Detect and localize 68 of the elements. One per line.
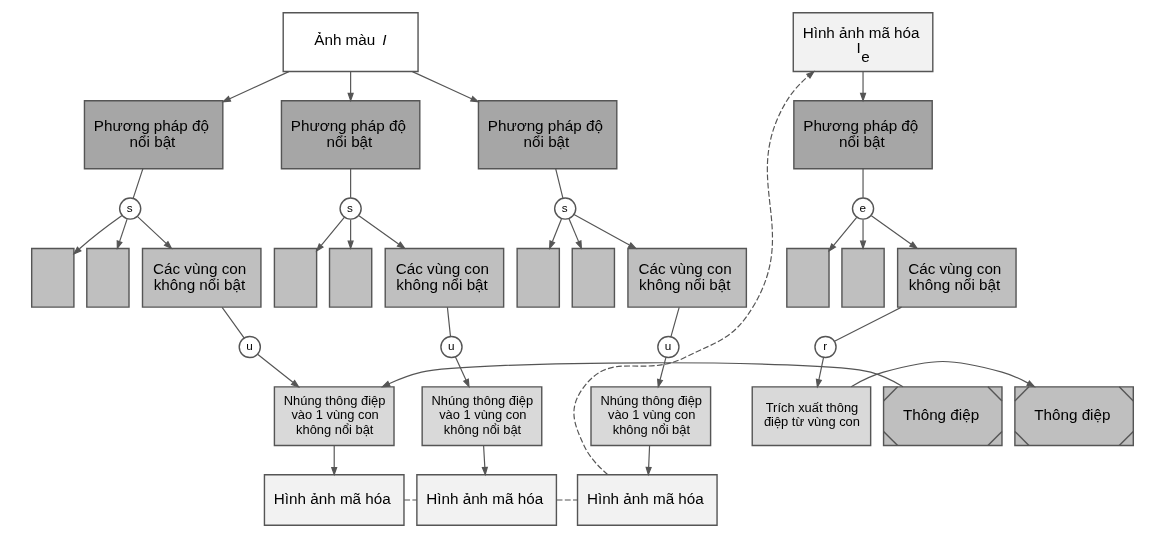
arrow (346, 71, 354, 103)
arrow (481, 445, 488, 477)
connector (403, 499, 417, 501)
node-box: Phương pháp độ nổi bật (83, 100, 224, 170)
arrow (72, 214, 123, 256)
node-box: Các vùng con không nổi bật (141, 247, 262, 308)
arrow (567, 217, 582, 250)
arrow (548, 218, 562, 250)
node-box: Các vùng con không nổi bật (896, 247, 1017, 308)
node-box: Các vùng con không nổi bật (384, 247, 504, 308)
node-circle: u (656, 335, 680, 359)
node-box: Hình ảnh mã hóa (415, 474, 557, 526)
connector (349, 168, 351, 199)
arrow (330, 445, 337, 477)
node-box: Trích xuất thông điệp từ vùng con (751, 386, 871, 447)
arrow (221, 71, 289, 103)
node-circle: u (439, 335, 463, 359)
node-circle: r (813, 335, 837, 359)
arrow (380, 362, 904, 388)
arrow (572, 70, 815, 476)
arrow (315, 216, 345, 253)
node-box: Nhúng thông điệp vào 1 vùng con không nổi bật (273, 386, 395, 447)
node-box: Nhúng thông điệp vào 1 vùng con không nổi bật (589, 386, 711, 447)
arrow (357, 215, 406, 250)
arrow (870, 215, 918, 250)
connector (132, 168, 143, 199)
connector (221, 306, 245, 339)
arrow (859, 71, 866, 103)
node-circle: e (851, 197, 874, 220)
arrow (411, 71, 480, 103)
node-box (515, 247, 560, 308)
node-circle: u (238, 335, 261, 359)
node-box (273, 247, 317, 308)
node-circle: s (338, 197, 362, 220)
arrow (454, 356, 470, 389)
arrow (346, 219, 354, 250)
arrow (815, 356, 824, 389)
node-box: Phương pháp độ nổi bật (477, 100, 617, 170)
node-box (328, 247, 372, 308)
arrow (572, 214, 637, 250)
arrow (850, 360, 1036, 388)
node-circle: s (118, 197, 141, 220)
node-box: Các vùng con không nổi bật (626, 247, 747, 308)
arrow (859, 219, 866, 250)
node-box (785, 247, 830, 308)
node-box: Nhúng thông điệp vào 1 vùng con không nổi bật (420, 386, 542, 447)
connector (554, 168, 563, 199)
arrow (136, 215, 173, 250)
node-box: Phương pháp độ nổi bật (792, 100, 933, 170)
arrow (827, 216, 857, 253)
arrow (656, 356, 667, 389)
arrow (116, 218, 128, 251)
node-box: Hình ảnh mã hóa (576, 474, 718, 526)
node-box (30, 247, 75, 308)
node-circle: s (553, 197, 576, 220)
connector (861, 168, 864, 199)
node-box (571, 247, 615, 308)
node-box (840, 247, 885, 308)
connector (669, 306, 680, 338)
connector (446, 306, 451, 337)
node-box: Ảnh màu I (282, 12, 419, 73)
arrow (644, 445, 652, 477)
node-box (85, 247, 130, 308)
connector (555, 499, 578, 501)
arrow (256, 353, 300, 388)
node-box: Phương pháp độ nổi bật (280, 100, 420, 170)
connector (833, 306, 902, 342)
node-box: Hình ảnh mã hóa (263, 474, 405, 526)
